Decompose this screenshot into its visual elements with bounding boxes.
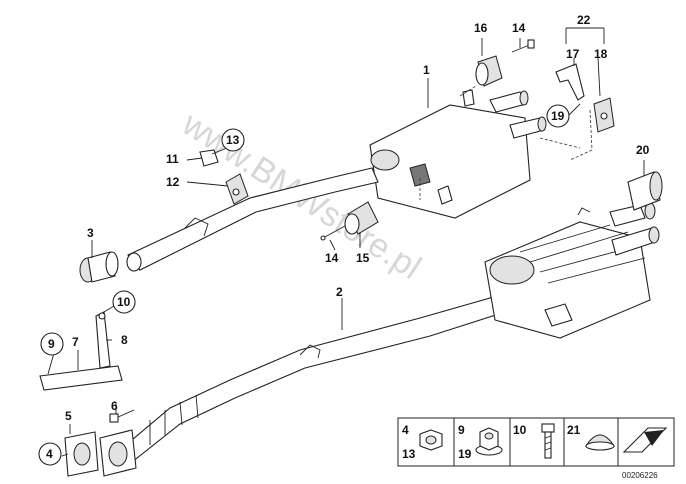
- gasket: [64, 409, 135, 477]
- callout-circle-10: [112, 290, 136, 314]
- callout-11: 11: [166, 152, 179, 166]
- callout-5: 5: [65, 409, 72, 423]
- legend-4: 4: [402, 423, 409, 437]
- plug-icon: [585, 434, 615, 451]
- callout-circle-4: [38, 442, 62, 466]
- legend-21: 21: [567, 423, 581, 437]
- legend-9: 9: [458, 423, 465, 437]
- assembly-line: [419, 85, 593, 200]
- callout-20: 20: [636, 143, 650, 157]
- leader-lines: [47, 27, 645, 457]
- callout-1: 1: [423, 63, 430, 77]
- legend-13: 13: [402, 447, 416, 461]
- hanger-left: [199, 149, 249, 205]
- callouts: 1 2 3 5 6 7 8 11 12 14 15 16 14 22 17 18…: [38, 13, 650, 466]
- tail-trim: [627, 171, 663, 211]
- callout-14b: 14: [512, 21, 526, 35]
- callout-6: 6: [111, 399, 118, 413]
- rubber-mount: [320, 201, 379, 241]
- callout-16: 16: [474, 21, 488, 35]
- callout-8: 8: [121, 333, 128, 347]
- callout-10: 10: [117, 295, 131, 309]
- legend-19: 19: [458, 447, 472, 461]
- legend-10: 10: [513, 423, 527, 437]
- legend-cell-3: [509, 417, 565, 467]
- callout-circle-19: [546, 104, 570, 128]
- rear-silencer: [484, 202, 660, 339]
- callout-22: 22: [577, 13, 591, 27]
- callout-3: 3: [87, 226, 94, 240]
- mounting-bracket: [39, 311, 123, 391]
- legend: 4 13 9 19 10 21: [397, 417, 675, 480]
- callout-2: 2: [336, 285, 343, 299]
- callout-17: 17: [566, 47, 580, 61]
- callout-7: 7: [72, 335, 79, 349]
- callout-13: 13: [226, 133, 240, 147]
- direction-arrow-icon: [622, 427, 668, 453]
- intermediate-pipe: [126, 167, 379, 272]
- callout-18: 18: [594, 47, 608, 61]
- bolt-icon: [541, 423, 555, 459]
- hanger-right: [555, 63, 615, 133]
- pipe-clamp: [79, 251, 119, 283]
- callout-circle-13: [221, 128, 245, 152]
- callout-4: 4: [46, 447, 53, 461]
- callout-9: 9: [48, 337, 55, 351]
- pipe-flange: [99, 429, 137, 477]
- callout-14a: 14: [325, 251, 339, 265]
- diagram-number: 00206226: [622, 471, 658, 480]
- rubber-bush-top: [475, 39, 535, 87]
- callout-circle-9: [40, 332, 64, 356]
- callout-19: 19: [551, 109, 565, 123]
- front-silencer: [369, 89, 547, 219]
- callout-12: 12: [166, 175, 180, 189]
- callout-15: 15: [356, 251, 370, 265]
- nut-icon: [419, 429, 443, 451]
- collar-nut-icon: [475, 427, 503, 456]
